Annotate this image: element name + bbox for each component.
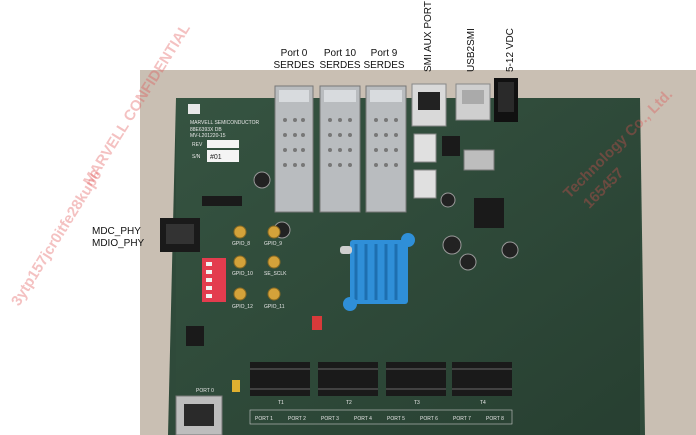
port0-silk-label: PORT 0 <box>196 388 214 394</box>
port-label: PORT 8 <box>486 416 504 422</box>
magnetics-chips <box>250 362 512 396</box>
port0-rj45 <box>175 395 223 435</box>
gpio-label: GPIO_11 <box>264 304 285 310</box>
gpio-sma-connectors <box>233 225 281 301</box>
port-label: PORT 5 <box>387 416 405 422</box>
sfp-port-0 <box>274 85 314 213</box>
gpio-label: GPIO_12 <box>232 304 253 310</box>
dip-switch <box>202 258 226 302</box>
gpio-label: GPIO_9 <box>264 241 282 247</box>
sn-value: #01 <box>210 154 222 161</box>
port-label: PORT 4 <box>354 416 372 422</box>
logo-block <box>188 104 200 114</box>
port-label: PORT 1 <box>255 416 273 422</box>
sfp-port-10 <box>319 85 361 213</box>
port-label: PORT 6 <box>420 416 438 422</box>
port-label: PORT 7 <box>453 416 471 422</box>
smi-aux-jack <box>411 83 447 127</box>
board-pn-text: MV-L201220-15 <box>190 133 226 139</box>
port-label: PORT 3 <box>321 416 339 422</box>
gpio-label: GPIO_8 <box>232 241 250 247</box>
usb2smi-label: USB2SMI <box>466 28 477 72</box>
port-label: PORT 2 <box>288 416 306 422</box>
blue-heatsink <box>343 233 415 311</box>
smi-aux-port-label: SMI AUX PORT <box>423 1 434 72</box>
mdc-phy-jack <box>160 218 200 252</box>
gpio-label: GPIO_10 <box>232 271 253 277</box>
rev-label: REV <box>192 142 203 148</box>
bottom-port-labels: PORT 1 PORT 2 PORT 3 PORT 4 PORT 5 PORT … <box>249 409 513 425</box>
board-model-text: 88E6393X DB <box>190 127 222 133</box>
sn-label: S/N <box>192 154 201 160</box>
chip-label: T2 <box>346 400 352 406</box>
vdc-label: 5-12 VDC <box>505 28 516 72</box>
dc-power-jack <box>494 78 518 122</box>
usb-connector <box>455 83 491 121</box>
board-brand-text: MARVELL SEMICONDUCTOR <box>190 120 259 126</box>
sfp-port-9 <box>365 85 407 213</box>
gpio-label: SE_SCLK <box>264 271 287 277</box>
chip-label: T1 <box>278 400 284 406</box>
chip-label: T4 <box>480 400 486 406</box>
chip-label: T3 <box>414 400 420 406</box>
